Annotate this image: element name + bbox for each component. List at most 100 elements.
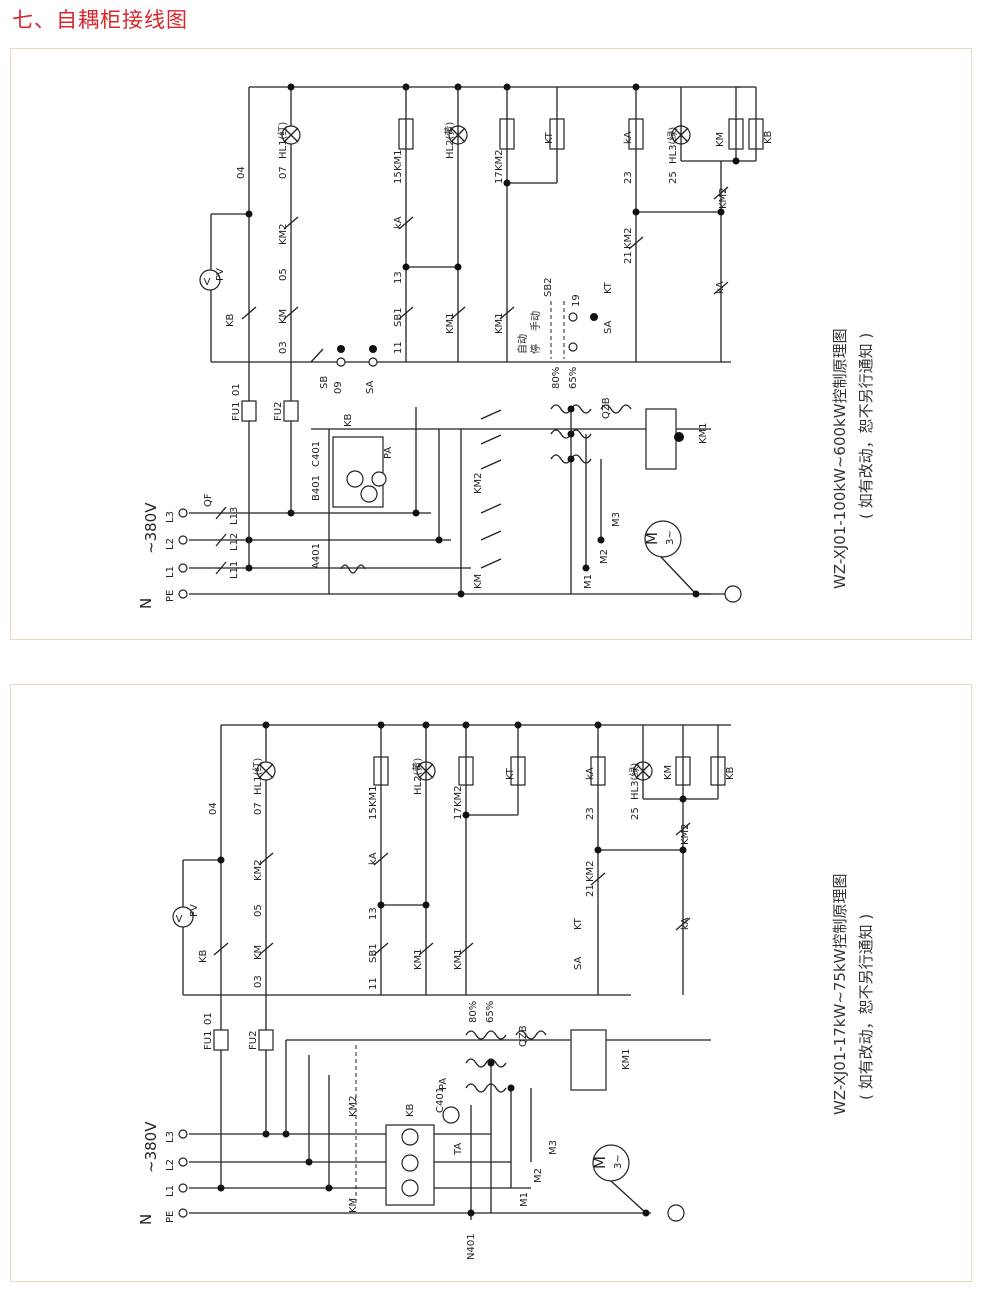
- label-n13: 13: [393, 271, 404, 284]
- label-voltage: ~380V: [142, 502, 160, 554]
- label-fu2-b: FU2: [248, 1031, 259, 1050]
- label-sa: SA: [603, 320, 614, 334]
- label-tap65: 65%: [568, 367, 579, 389]
- label-km1-d-b: KM1: [453, 948, 464, 970]
- label-n25-b: 25: [630, 807, 641, 820]
- label-sb1-b: SB1: [368, 943, 379, 963]
- label-ka-coil-b: kA: [585, 767, 596, 780]
- supply-buses: [178, 506, 711, 599]
- label-n13-b: 13: [368, 907, 379, 920]
- label-pa: PA: [383, 447, 394, 459]
- label-ka-a: kA: [393, 216, 404, 229]
- label-ta-b: TA: [453, 1143, 464, 1156]
- label-n21: 21: [623, 251, 634, 264]
- label-ka-b-b: kA: [680, 917, 691, 930]
- label-n11: 11: [393, 341, 404, 354]
- power-circuit-b: [213, 1029, 711, 1222]
- label-manual: 手动: [529, 311, 542, 331]
- label-n01: 01: [231, 383, 242, 396]
- label-n: N: [137, 598, 155, 609]
- label-phase: 3~: [665, 530, 676, 545]
- label-km-b-b: KM: [348, 1198, 359, 1213]
- label-km2-b-b: KM2: [585, 860, 596, 882]
- label-tap80-b: 80%: [468, 1001, 479, 1023]
- control-frame: [199, 83, 764, 568]
- label-tap80: 80%: [551, 367, 562, 389]
- label-fu2: FU2: [273, 402, 284, 421]
- label-l2-b: L2: [165, 1159, 176, 1171]
- label-km1-coil-b: KM1: [368, 785, 379, 807]
- label-hl2: HL2(黄): [443, 122, 456, 159]
- label-hl2-b: HL2(黄): [411, 758, 424, 795]
- label-qf: QF: [203, 493, 214, 507]
- label-stop: 停: [529, 344, 542, 354]
- power-circuit: [241, 400, 742, 603]
- label-km1-c-b: KM1: [413, 948, 424, 970]
- label-sb1: SB1: [393, 307, 404, 327]
- label-hl3: HL3(绿): [666, 127, 679, 164]
- label-hl1: HL1(红): [276, 122, 289, 159]
- label-kb-power-b: KB: [405, 1103, 416, 1117]
- diagram-title-bottom: WZ-XJ01-17kW~75kW控制原理图: [831, 874, 849, 1116]
- label-m2: M2: [599, 549, 610, 564]
- label-n11-b: 11: [368, 977, 379, 990]
- label-fu1: FU1: [231, 402, 242, 421]
- label-hl3-b: HL3(绿): [628, 763, 641, 800]
- diagram-note-bottom: ( 如有改动，恕不另行通知 ): [857, 914, 875, 1100]
- label-b401: B401: [311, 475, 322, 501]
- label-n07-b: 07: [253, 802, 264, 815]
- label-pv-b: PV: [189, 904, 200, 917]
- label-km2-c: KM2: [718, 187, 729, 209]
- label-n01-b: 01: [203, 1012, 214, 1025]
- label-ka-b: kA: [715, 281, 726, 294]
- label-sb2: SB2: [543, 277, 554, 297]
- label-km-a: KM: [278, 309, 289, 324]
- diagram-panel-bottom: N ~380V PE L1 L2 L3 FU1 01 FU2 04 07 05 …: [10, 684, 972, 1282]
- control-frame-b: [172, 721, 731, 1188]
- label-pe: PE: [165, 590, 176, 602]
- label-n04: 04: [236, 166, 247, 179]
- label-n03-b: 03: [253, 975, 264, 988]
- label-kb-coil-b: KB: [725, 766, 736, 780]
- label-m1: M1: [583, 574, 594, 589]
- label-pa-b: PA: [438, 1078, 449, 1090]
- label-km2-coil: KM2: [494, 149, 505, 171]
- label-motor-b: M: [591, 1156, 609, 1169]
- section-title: 七、自耦柜接线图: [12, 8, 188, 32]
- label-c401: C401: [311, 441, 322, 467]
- label-n05-b: 05: [253, 904, 264, 917]
- label-kb-ctrl-b: KB: [198, 949, 209, 963]
- label-km-coil-b: KM: [663, 765, 674, 780]
- label-km1-coil: KM1: [393, 149, 404, 171]
- label-km2-d: KM2: [473, 472, 484, 494]
- label-km1-e: KM1: [698, 422, 709, 444]
- label-l2: L2: [165, 538, 176, 550]
- labels-top: N ~380V PE L1 L2 L3 QF L11 L12 L13 A401 …: [137, 122, 875, 609]
- label-m1-b: M1: [519, 1192, 530, 1207]
- label-pe-b: PE: [165, 1211, 176, 1223]
- label-n-b: N: [137, 1214, 155, 1225]
- label-n04-b: 04: [208, 802, 219, 815]
- label-pv: PV: [215, 268, 226, 281]
- label-n07: 07: [278, 166, 289, 179]
- labels-bottom: N ~380V PE L1 L2 L3 FU1 01 FU2 04 07 05 …: [137, 758, 875, 1260]
- label-kb-ctrl: KB: [225, 313, 236, 327]
- label-n21-b: 21: [585, 884, 596, 897]
- label-a401: A401: [311, 543, 322, 569]
- label-kt-coil: KT: [544, 131, 555, 144]
- label-n17: 17: [494, 171, 505, 184]
- label-kb-power: KB: [343, 413, 354, 427]
- label-n03: 03: [278, 341, 289, 354]
- wiring-diagram-top: N ~380V PE L1 L2 L3 QF L11 L12 L13 A401 …: [137, 83, 875, 609]
- diagram-title-top: WZ-XJ01-100kW~600kW控制原理图: [831, 328, 849, 589]
- label-l1: L1: [165, 566, 176, 578]
- label-n05: 05: [278, 268, 289, 281]
- label-km2-a: KM2: [278, 223, 289, 245]
- label-m3: M3: [611, 512, 622, 527]
- diagram-note-top: ( 如有改动，恕不另行通知 ): [857, 333, 875, 519]
- label-sa-b2: SA: [573, 956, 584, 970]
- label-sb: SB: [319, 376, 330, 389]
- label-km2-a-b: KM2: [253, 859, 264, 881]
- label-l11: L11: [229, 561, 240, 579]
- label-n17-b: 17: [453, 807, 464, 820]
